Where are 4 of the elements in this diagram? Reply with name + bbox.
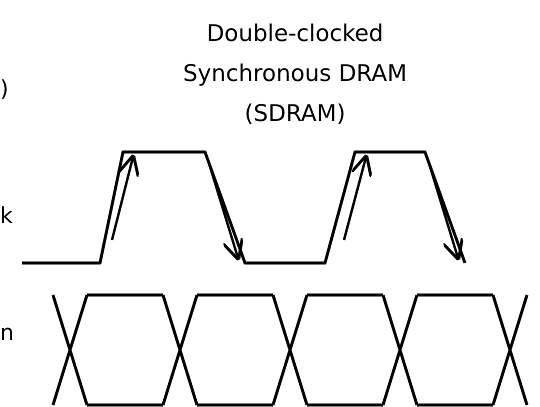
signal-label: )	[0, 78, 9, 102]
signal-label: k	[0, 205, 13, 229]
signal-label: n	[0, 322, 14, 346]
diagram-title: Double-clocked Synchronous DRAM (SDRAM)	[182, 20, 408, 129]
